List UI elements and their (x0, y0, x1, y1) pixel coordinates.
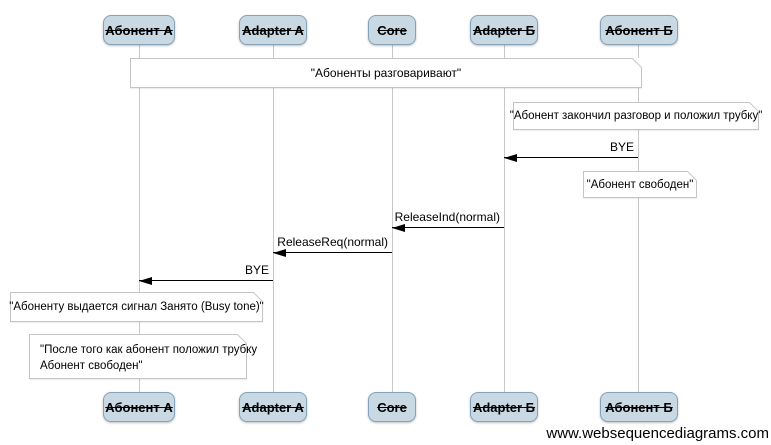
note-posle-togo-kak: "После того как абонент положил трубку А… (29, 334, 258, 379)
lifeline-core (392, 45, 393, 392)
actor-bottom-adapter-b: Adapter Б (470, 392, 538, 422)
lifeline-adapter-b (504, 45, 505, 392)
actor-top-adapter-a: Adapter A (239, 15, 307, 45)
actor-top-abonent-a: Абонент А (103, 15, 175, 45)
note-fold-icon (253, 292, 263, 302)
message-line (504, 156, 638, 158)
actor-label: Core (377, 399, 407, 415)
note-abonent-svoboden: "Абонент свободен" (583, 171, 697, 198)
arrowhead-left-icon (273, 248, 286, 257)
arrowhead-left-icon (139, 276, 152, 285)
actor-bottom-abonent-b: Абонент Б (600, 392, 678, 422)
note-fold-icon (687, 171, 697, 181)
message-label: BYE (609, 140, 634, 154)
lifeline-adapter-a (273, 45, 274, 392)
note-fold-icon (632, 58, 642, 68)
actor-label: Абонент А (105, 399, 173, 415)
actor-top-adapter-b: Adapter Б (470, 15, 538, 45)
lifeline-abonent-a (139, 45, 140, 392)
note-text: "Абоненту выдается сигнал Занято (Busy t… (9, 301, 264, 313)
actor-label: Adapter A (242, 399, 304, 415)
actor-bottom-core: Core (368, 392, 416, 422)
note-fold-icon (749, 102, 759, 112)
note-text: "Абонент свободен" (586, 178, 694, 191)
arrowhead-left-icon (504, 153, 517, 162)
note-text: "Абонент закончил разговор и положил тру… (509, 110, 763, 122)
message-releaseind: ReleaseInd(normal) (392, 210, 504, 232)
message-label: BYE (244, 263, 269, 277)
actor-bottom-abonent-a: Абонент А (103, 392, 175, 422)
actor-label: Абонент Б (605, 22, 673, 38)
note-abonenty-razgovarivayut: "Абоненты разговаривают" (130, 58, 642, 88)
actor-label: Абонент Б (605, 399, 673, 415)
actor-top-abonent-b: Абонент Б (600, 15, 678, 45)
note-fold-icon (237, 334, 247, 344)
arrowhead-left-icon (392, 223, 405, 232)
actor-top-core: Core (368, 15, 416, 45)
message-line (392, 226, 504, 228)
message-label: ReleaseInd(normal) (394, 210, 500, 224)
note-text: "Абоненты разговаривают" (310, 66, 462, 80)
watermark-url: www.websequencediagrams.com (546, 425, 769, 442)
message-bye-1: BYE (504, 140, 638, 162)
lifeline-abonent-b (638, 45, 639, 392)
message-bye-2: BYE (139, 263, 273, 285)
note-abonent-zakonchil: "Абонент закончил разговор и положил тру… (510, 102, 762, 130)
actor-bottom-adapter-a: Adapter A (239, 392, 307, 422)
actor-label: Adapter Б (472, 22, 536, 38)
actor-label: Adapter A (242, 22, 304, 38)
actor-label: Абонент А (105, 22, 173, 38)
message-line (273, 251, 392, 253)
message-line (139, 279, 273, 281)
note-busy-tone: "Абоненту выдается сигнал Занято (Busy t… (9, 292, 264, 322)
actor-label: Core (377, 22, 407, 38)
message-releasereq: ReleaseReq(normal) (273, 235, 392, 257)
actor-label: Adapter Б (472, 399, 536, 415)
message-label: ReleaseReq(normal) (277, 235, 388, 249)
note-text-line: Абонент свободен" (40, 360, 143, 372)
note-text-line: "После того как абонент положил трубку (40, 344, 258, 356)
